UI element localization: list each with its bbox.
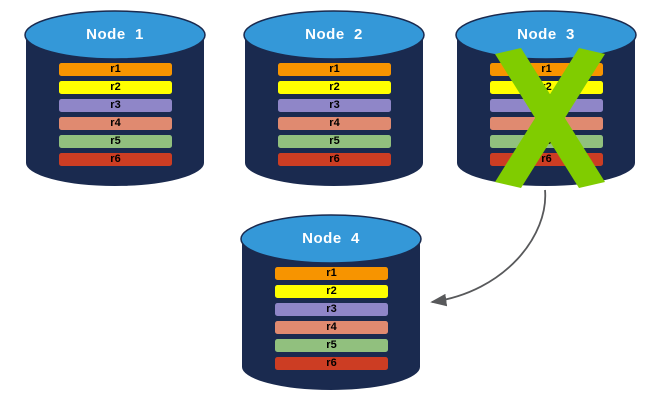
cylinder-top-ellipse [24, 10, 206, 60]
data-row-r6[interactable]: r6 [59, 153, 172, 166]
data-row-r4[interactable]: r4 [275, 321, 388, 334]
data-row-r1[interactable]: r1 [59, 63, 172, 76]
data-row-r3[interactable]: r3 [275, 303, 388, 316]
row-list: r1 r2 r3 r4 r5 r6 [59, 63, 172, 171]
data-row-r5[interactable]: r5 [275, 339, 388, 352]
data-row-r6[interactable]: r6 [278, 153, 391, 166]
data-row-r2[interactable]: r2 [275, 285, 388, 298]
data-row-r6[interactable]: r6 [275, 357, 388, 370]
data-row-r1[interactable]: r1 [275, 267, 388, 280]
data-row-r2[interactable]: r2 [59, 81, 172, 94]
data-row-r1[interactable]: r1 [278, 63, 391, 76]
data-row-r3[interactable]: r3 [59, 99, 172, 112]
data-row-r5[interactable]: r5 [278, 135, 391, 148]
data-row-r3[interactable]: r3 [278, 99, 391, 112]
data-row-r2[interactable]: r2 [278, 81, 391, 94]
data-row-r5[interactable]: r5 [59, 135, 172, 148]
cylinder-top-ellipse [240, 214, 422, 264]
replication-arrow [430, 189, 547, 307]
cylinder-top-ellipse [243, 10, 425, 60]
data-row-r4[interactable]: r4 [278, 117, 391, 130]
data-row-r4[interactable]: r4 [59, 117, 172, 130]
row-list: r1 r2 r3 r4 r5 r6 [278, 63, 391, 171]
row-list: r1 r2 r3 r4 r5 r6 [275, 267, 388, 375]
